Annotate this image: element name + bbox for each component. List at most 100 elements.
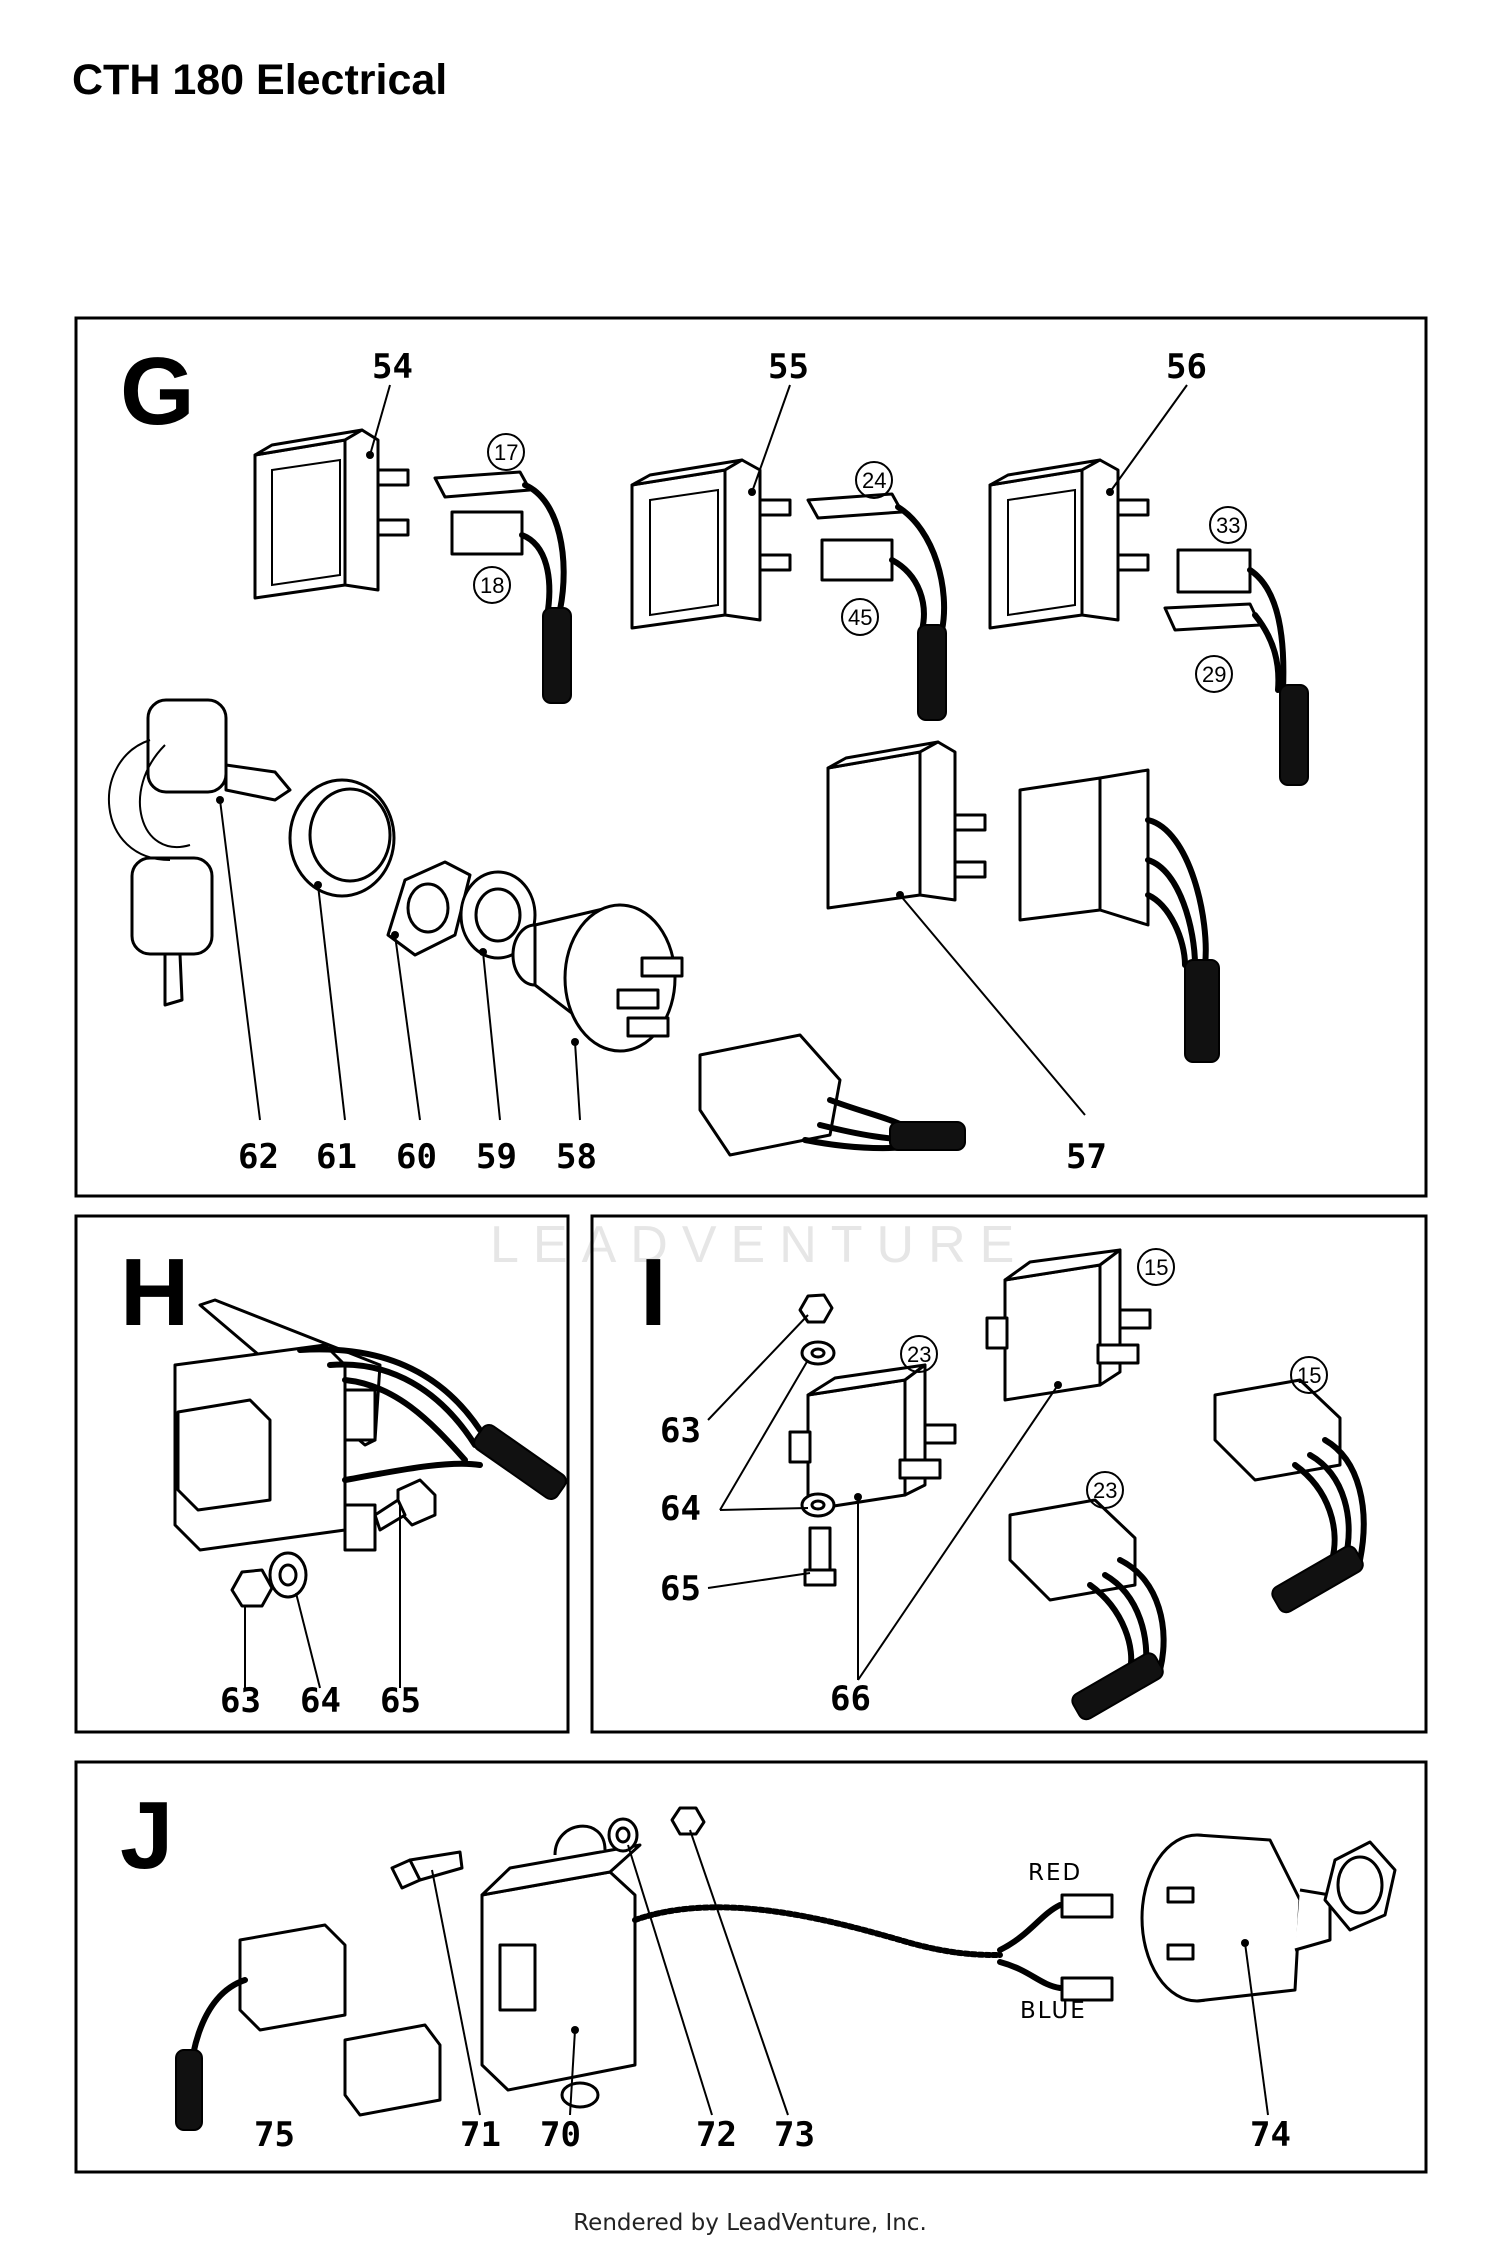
leader-dot-57 — [896, 891, 904, 899]
connector-24[interactable] — [806, 492, 948, 633]
svg-text:33: 33 — [1216, 513, 1240, 538]
leader-73 — [689, 1829, 789, 2116]
wire-label-red: RED — [1028, 1860, 1082, 1886]
section-h-letter: H — [120, 1239, 189, 1346]
rocker-switch-55[interactable] — [630, 458, 792, 630]
wire-sleeve-g2 — [917, 624, 947, 721]
svg-text:17: 17 — [494, 440, 518, 465]
leader-dot-70 — [571, 2026, 579, 2034]
relay-23[interactable] — [788, 1363, 957, 1512]
circled-24: 24 — [855, 461, 893, 499]
leader-i63 — [707, 1314, 809, 1421]
socket-15[interactable] — [1213, 1378, 1367, 1563]
leader-h64 — [295, 1592, 321, 1689]
leader-74 — [1244, 1942, 1269, 2116]
svg-text:23: 23 — [907, 1342, 931, 1367]
circled-33: 33 — [1209, 506, 1247, 544]
leader-58 — [574, 1041, 581, 1121]
bolt-71[interactable] — [390, 1850, 464, 1890]
section-j-letter: J — [120, 1782, 173, 1889]
hex-nut-74[interactable] — [1323, 1840, 1397, 1932]
leader-dot-59 — [479, 948, 487, 956]
ignition-plug-58[interactable] — [698, 1033, 923, 1157]
hex-nut-60[interactable] — [386, 860, 472, 957]
leader-72 — [627, 1844, 713, 2116]
circled-17: 17 — [487, 433, 525, 471]
circled-i23a: 23 — [900, 1335, 938, 1373]
washer-64[interactable] — [268, 1551, 308, 1599]
section-i-frame — [590, 1214, 1428, 1734]
callout-i63: 63 — [660, 1411, 701, 1451]
circled-18: 18 — [473, 566, 511, 604]
section-g: G — [74, 316, 1428, 1198]
bolt-i65[interactable] — [803, 1526, 837, 1587]
bolt-65[interactable] — [373, 1478, 437, 1532]
wire-red — [997, 1902, 1063, 1953]
wire-sleeve-i2 — [1071, 1652, 1164, 1721]
bezel-ring-61[interactable] — [288, 778, 396, 898]
callout-h65: 65 — [380, 1681, 421, 1721]
washer-72[interactable] — [607, 1817, 639, 1853]
leader-dot-62 — [216, 796, 224, 804]
callout-74: 74 — [1250, 2115, 1291, 2155]
washer-i64a[interactable] — [800, 1340, 836, 1366]
leader-dot-54 — [366, 451, 374, 459]
leader-i65 — [707, 1572, 811, 1589]
connector-18[interactable] — [450, 510, 553, 613]
hex-nut-73[interactable] — [670, 1806, 706, 1836]
wire-sleeve-g3 — [1279, 684, 1309, 786]
leader-dot-i66b — [1054, 1381, 1062, 1389]
connector-33[interactable] — [1176, 548, 1287, 693]
rocker-switch-57[interactable] — [826, 740, 987, 910]
connector-57-plug[interactable] — [1018, 768, 1209, 968]
callout-h63: 63 — [220, 1681, 261, 1721]
connector-29[interactable] — [1163, 602, 1282, 693]
wire-sleeve-h — [473, 1423, 567, 1501]
watermark-text: LEADVENTURE — [490, 1216, 1028, 1274]
callout-60: 60 — [396, 1137, 437, 1177]
callout-62: 62 — [238, 1137, 279, 1177]
callout-71: 71 — [460, 2115, 501, 2155]
callout-56: 56 — [1166, 347, 1207, 387]
leader-dot-i66a — [854, 1493, 862, 1501]
ignition-keys-62[interactable] — [107, 698, 292, 1007]
leader-dot-61 — [314, 881, 322, 889]
leader-70 — [569, 2029, 576, 2116]
page-title: CTH 180 Electrical — [72, 56, 448, 104]
relay-15[interactable] — [985, 1248, 1152, 1402]
footer-credit: Rendered by LeadVenture, Inc. — [573, 2210, 927, 2236]
regulator-h[interactable] — [173, 1298, 483, 1552]
control-module-70[interactable] — [480, 1824, 642, 2109]
circled-29: 29 — [1195, 655, 1233, 693]
svg-text:15: 15 — [1297, 1363, 1321, 1388]
leader-59 — [482, 951, 501, 1121]
socket-23[interactable] — [1008, 1498, 1167, 1673]
leader-60 — [394, 934, 421, 1121]
callout-i64: 64 — [660, 1489, 701, 1529]
rocker-switch-56[interactable] — [988, 458, 1150, 630]
leader-dot-60 — [391, 931, 399, 939]
section-g-frame — [74, 316, 1428, 1198]
washer-i64b[interactable] — [800, 1492, 836, 1518]
rocker-switch-54[interactable] — [253, 428, 410, 600]
connector-17[interactable] — [433, 470, 567, 613]
section-j-frame — [74, 1760, 1428, 2174]
switch-74[interactable] — [1140, 1833, 1332, 2003]
ignition-switch-58[interactable] — [511, 903, 684, 1053]
wire-blue — [997, 1959, 1063, 1991]
circled-45: 45 — [841, 598, 879, 636]
terminal-red[interactable] — [1060, 1893, 1114, 1919]
leader-i66b — [857, 1384, 1059, 1681]
callout-55: 55 — [768, 347, 809, 387]
leader-i64b — [719, 1507, 809, 1511]
leader-62 — [219, 799, 261, 1121]
connector-45[interactable] — [820, 538, 927, 633]
wire-label-blue: BLUE — [1020, 1998, 1087, 2024]
hex-nut-63[interactable] — [230, 1568, 274, 1608]
callout-61: 61 — [316, 1137, 357, 1177]
circled-i15a: 15 — [1137, 1248, 1175, 1286]
svg-text:15: 15 — [1144, 1255, 1168, 1280]
terminal-blue[interactable] — [1060, 1976, 1114, 2002]
connector-75[interactable] — [186, 1923, 442, 2123]
